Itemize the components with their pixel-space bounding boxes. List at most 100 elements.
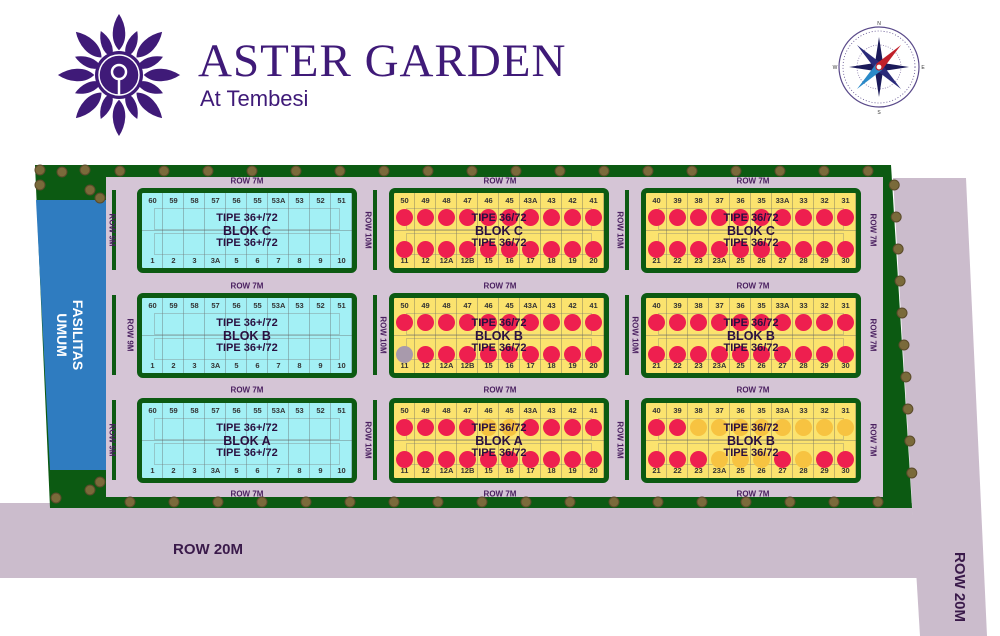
lot-number[interactable]: 59 [169, 406, 178, 415]
lot-number[interactable]: 28 [799, 361, 808, 370]
lot-status-marker-sold[interactable] [501, 241, 518, 258]
lot-number[interactable]: 49 [421, 301, 430, 310]
lot-number[interactable]: 12B [460, 256, 475, 265]
lot-number[interactable]: 23 [694, 256, 703, 265]
lot-status-marker-sold[interactable] [732, 241, 749, 258]
lot-number[interactable]: 52 [316, 196, 325, 205]
lot-number[interactable]: 43A [523, 196, 538, 205]
lot-status-marker-sold[interactable] [816, 314, 833, 331]
lot-number[interactable]: 49 [421, 406, 430, 415]
lot-number[interactable]: 43 [547, 406, 556, 415]
lot-status-marker-sold[interactable] [816, 451, 833, 468]
lot-number[interactable]: 29 [820, 361, 829, 370]
lot-number[interactable]: 39 [673, 406, 682, 415]
lot-number[interactable]: 7 [276, 466, 281, 475]
lot-status-marker-sold[interactable] [648, 451, 665, 468]
lot-number[interactable]: 48 [442, 196, 451, 205]
lot-number[interactable]: 58 [190, 196, 199, 205]
lot-number[interactable]: 52 [316, 406, 325, 415]
lot-status-marker-sold[interactable] [648, 314, 665, 331]
lot-number[interactable]: 15 [484, 361, 493, 370]
lot-status-marker-sold[interactable] [438, 314, 455, 331]
lot-status-marker-sold[interactable] [564, 451, 581, 468]
lot-status-marker-booked[interactable] [711, 419, 728, 436]
lot-number[interactable]: 3A [210, 361, 221, 370]
lot-status-marker-sold[interactable] [543, 209, 560, 226]
lot-status-marker-sold[interactable] [480, 451, 497, 468]
lot-status-marker-sold[interactable] [543, 241, 560, 258]
lot-status-marker-sold[interactable] [396, 241, 413, 258]
lot-status-marker-sold[interactable] [585, 314, 602, 331]
lot-number[interactable]: 43A [523, 301, 538, 310]
lot-status-marker-booked[interactable] [753, 451, 770, 468]
lot-number[interactable]: 42 [568, 196, 577, 205]
lot-number[interactable]: 33 [799, 301, 808, 310]
lot-number[interactable]: 6 [255, 466, 260, 475]
lot-number[interactable]: 30 [841, 361, 850, 370]
lot-number[interactable]: 12B [460, 466, 475, 475]
lot-number[interactable]: 21 [652, 466, 661, 475]
lot-status-marker-sold[interactable] [522, 346, 539, 363]
lot-number[interactable]: 18 [547, 256, 556, 265]
lot-number[interactable]: 31 [841, 406, 850, 415]
lot-status-marker-unavailable[interactable] [396, 346, 413, 363]
lot-status-marker-sold[interactable] [690, 241, 707, 258]
lot-number[interactable]: 29 [820, 466, 829, 475]
lot-status-marker-sold[interactable] [774, 209, 791, 226]
lot-status-marker-sold[interactable] [438, 419, 455, 436]
lot-number[interactable]: 20 [589, 361, 598, 370]
lot-number[interactable]: 7 [276, 361, 281, 370]
lot-number[interactable]: 12A [439, 256, 454, 265]
lot-status-marker-sold[interactable] [417, 314, 434, 331]
lot-number[interactable]: 38 [694, 196, 703, 205]
lot-status-marker-sold[interactable] [732, 314, 749, 331]
lot-status-marker-sold[interactable] [585, 419, 602, 436]
lot-number[interactable]: 41 [589, 196, 598, 205]
lot-status-marker-sold[interactable] [753, 346, 770, 363]
lot-status-marker-sold[interactable] [480, 314, 497, 331]
lot-status-marker-sold[interactable] [585, 241, 602, 258]
lot-number[interactable]: 53A [271, 196, 286, 205]
lot-status-marker-sold[interactable] [438, 209, 455, 226]
lot-status-marker-sold[interactable] [711, 346, 728, 363]
lot-number[interactable]: 43 [547, 196, 556, 205]
lot-status-marker-sold[interactable] [585, 209, 602, 226]
lot-number[interactable]: 56 [232, 196, 241, 205]
lot-status-marker-sold[interactable] [711, 209, 728, 226]
lot-number[interactable]: 9 [318, 466, 323, 475]
lot-number[interactable]: 11 [400, 361, 409, 370]
lot-number[interactable]: 23A [712, 256, 727, 265]
lot-number[interactable]: 45 [505, 406, 514, 415]
lot-status-marker-sold[interactable] [522, 451, 539, 468]
lot-number[interactable]: 26 [757, 466, 766, 475]
lot-number[interactable]: 17 [526, 466, 535, 475]
lot-status-marker-sold[interactable] [501, 209, 518, 226]
lot-number[interactable]: 22 [673, 256, 682, 265]
lot-status-marker-booked[interactable] [816, 419, 833, 436]
lot-number[interactable]: 37 [715, 301, 724, 310]
lot-number[interactable]: 57 [211, 196, 220, 205]
lot-status-marker-sold[interactable] [795, 241, 812, 258]
lot-number[interactable]: 56 [232, 301, 241, 310]
lot-number[interactable]: 35 [757, 406, 766, 415]
lot-number[interactable]: 21 [652, 361, 661, 370]
lot-number[interactable]: 41 [589, 406, 598, 415]
lot-status-marker-sold[interactable] [669, 346, 686, 363]
lot-status-marker-sold[interactable] [417, 241, 434, 258]
lot-status-marker-sold[interactable] [774, 451, 791, 468]
lot-status-marker-sold[interactable] [837, 451, 854, 468]
lot-number[interactable]: 10 [337, 361, 346, 370]
lot-status-marker-sold[interactable] [501, 451, 518, 468]
lot-status-marker-sold[interactable] [732, 346, 749, 363]
lot-number[interactable]: 36 [736, 406, 745, 415]
lot-status-marker-sold[interactable] [543, 346, 560, 363]
lot-number[interactable]: 40 [652, 406, 661, 415]
lot-status-marker-sold[interactable] [543, 451, 560, 468]
lot-status-marker-sold[interactable] [564, 241, 581, 258]
lot-number[interactable]: 3A [210, 466, 221, 475]
lot-number[interactable]: 39 [673, 196, 682, 205]
lot-number[interactable]: 53A [271, 301, 286, 310]
lot-status-marker-booked[interactable] [501, 419, 518, 436]
lot-number[interactable]: 20 [589, 466, 598, 475]
lot-number[interactable]: 16 [505, 256, 514, 265]
